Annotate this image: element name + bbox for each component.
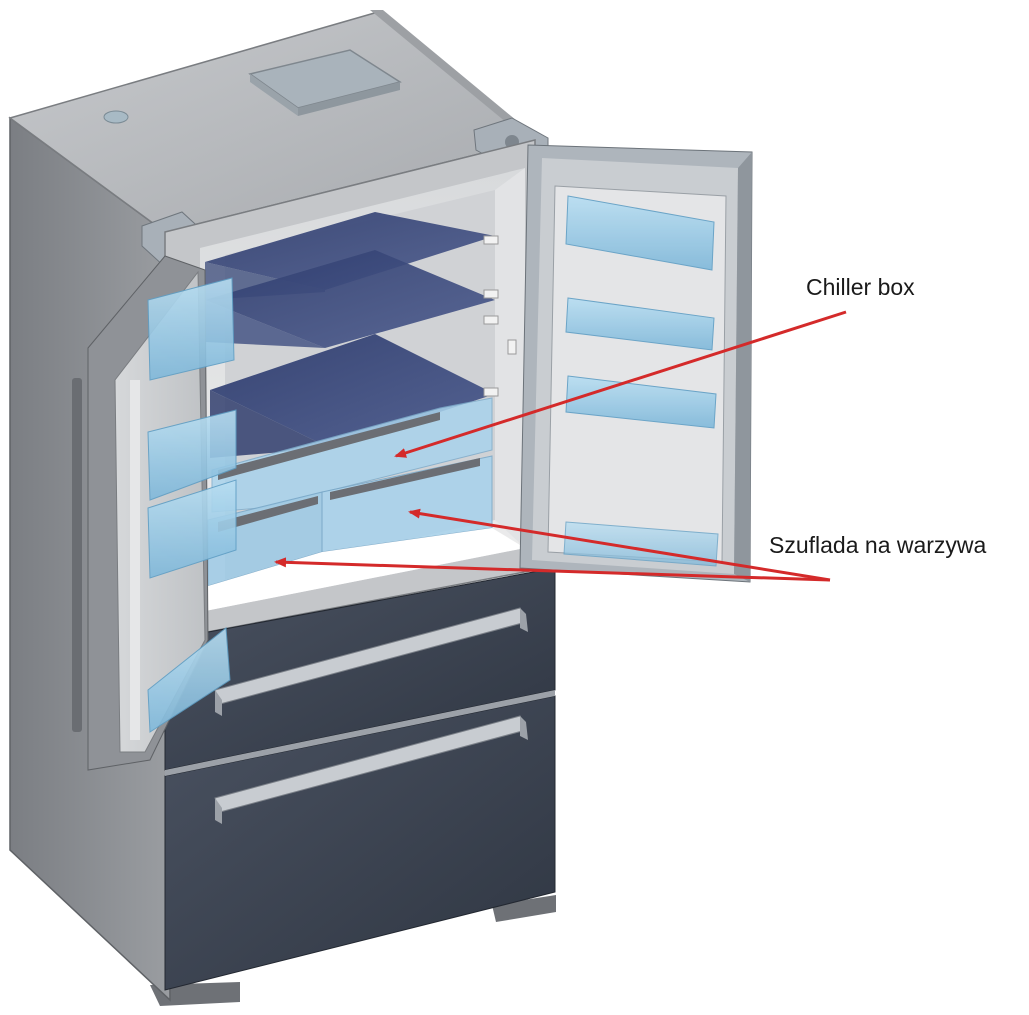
left-door-bin-2 [147,409,237,501]
vegetable-drawer-arrow-right [408,508,831,582]
drawer-lower [164,695,556,991]
vegetable-drawer-label: Szuflada na warzywa [769,532,987,558]
freezer-drawers [164,567,556,991]
top-control-module [248,49,402,116]
shelf-top [205,212,495,290]
vegetable-drawer-arrow-left [274,557,831,582]
left-door-bin-4 [147,627,231,733]
right-door-bin-2 [565,297,715,351]
chiller-box-label: Chiller box [806,274,915,300]
right-door-bin-1 [565,195,715,271]
shelf-bottom [210,334,495,448]
callout-arrows [274,310,847,582]
left-door [72,255,237,771]
right-door [519,144,753,583]
left-door-handle [72,378,82,732]
shelf-middle [205,250,495,348]
top-sensor [103,110,129,124]
left-door-bin-3 [147,479,237,579]
chiller-box-arrow [394,310,847,458]
glass-shelves [205,212,517,458]
left-door-bin-1 [147,277,235,381]
